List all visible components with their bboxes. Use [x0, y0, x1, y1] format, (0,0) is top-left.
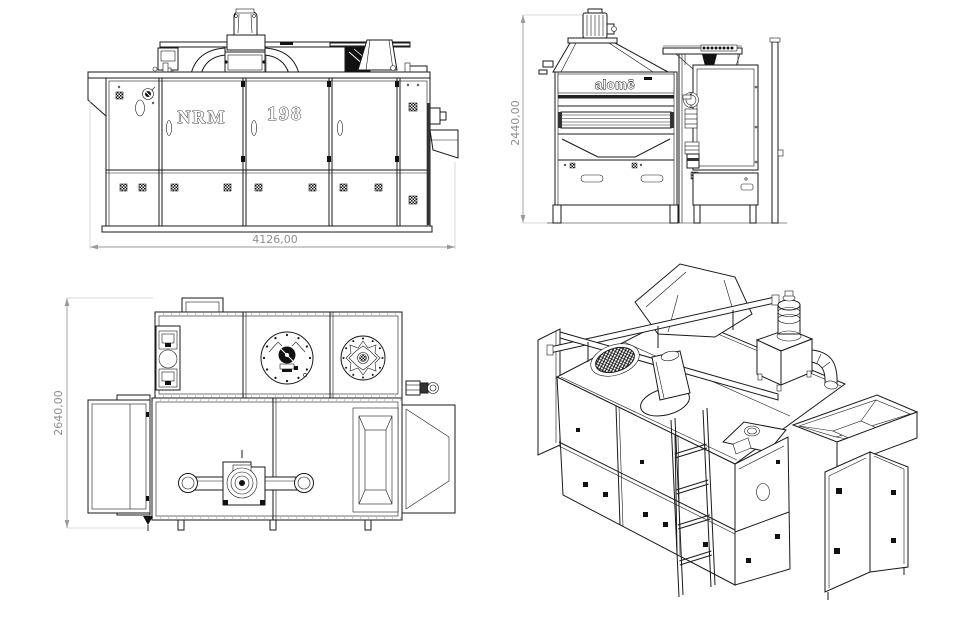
top-feet: [177, 519, 372, 531]
top-impeller-fan: [340, 335, 386, 381]
side-hood-motor: [538, 8, 669, 75]
side-view: 2440,00: [509, 8, 787, 224]
side-main-body: [552, 71, 679, 224]
top-depth-dimension-text: 2640,00: [52, 390, 65, 436]
iso-fan-unit: [755, 290, 838, 392]
iso-collection-bin: [791, 394, 919, 469]
iso-ladder: [670, 407, 716, 598]
top-view: 2640,00: [52, 297, 456, 531]
iso-roof-grille: [590, 343, 640, 377]
side-right-assembly: [662, 37, 784, 224]
iso-outlet-flange: [640, 350, 691, 417]
front-door-label-model: 198: [267, 103, 303, 125]
iso-control-console: [721, 421, 787, 455]
top-blower: [178, 450, 314, 506]
front-view: NRM 198 4126,00: [87, 8, 459, 250]
side-height-dimension: 2440,00: [509, 14, 585, 224]
iso-right-face: [734, 436, 791, 586]
isometric-view: [537, 263, 919, 600]
iso-right-cabinet: [824, 451, 909, 600]
front-width-dimension-text: 4126,00: [252, 233, 298, 246]
front-roof-equipment: [152, 8, 428, 77]
side-brand-logo: alomē: [595, 77, 635, 92]
front-body: [87, 71, 459, 233]
top-fan-motor: [260, 331, 314, 385]
front-width-dimension: 4126,00: [89, 100, 456, 250]
top-depth-dimension: 2640,00: [52, 297, 153, 529]
front-bottom-vents: [119, 183, 383, 192]
side-height-dimension-text: 2440,00: [509, 100, 522, 146]
top-lower-body: [87, 394, 456, 531]
top-gearmotor: [405, 380, 439, 396]
front-door-label-nrm: NRM: [178, 107, 227, 127]
